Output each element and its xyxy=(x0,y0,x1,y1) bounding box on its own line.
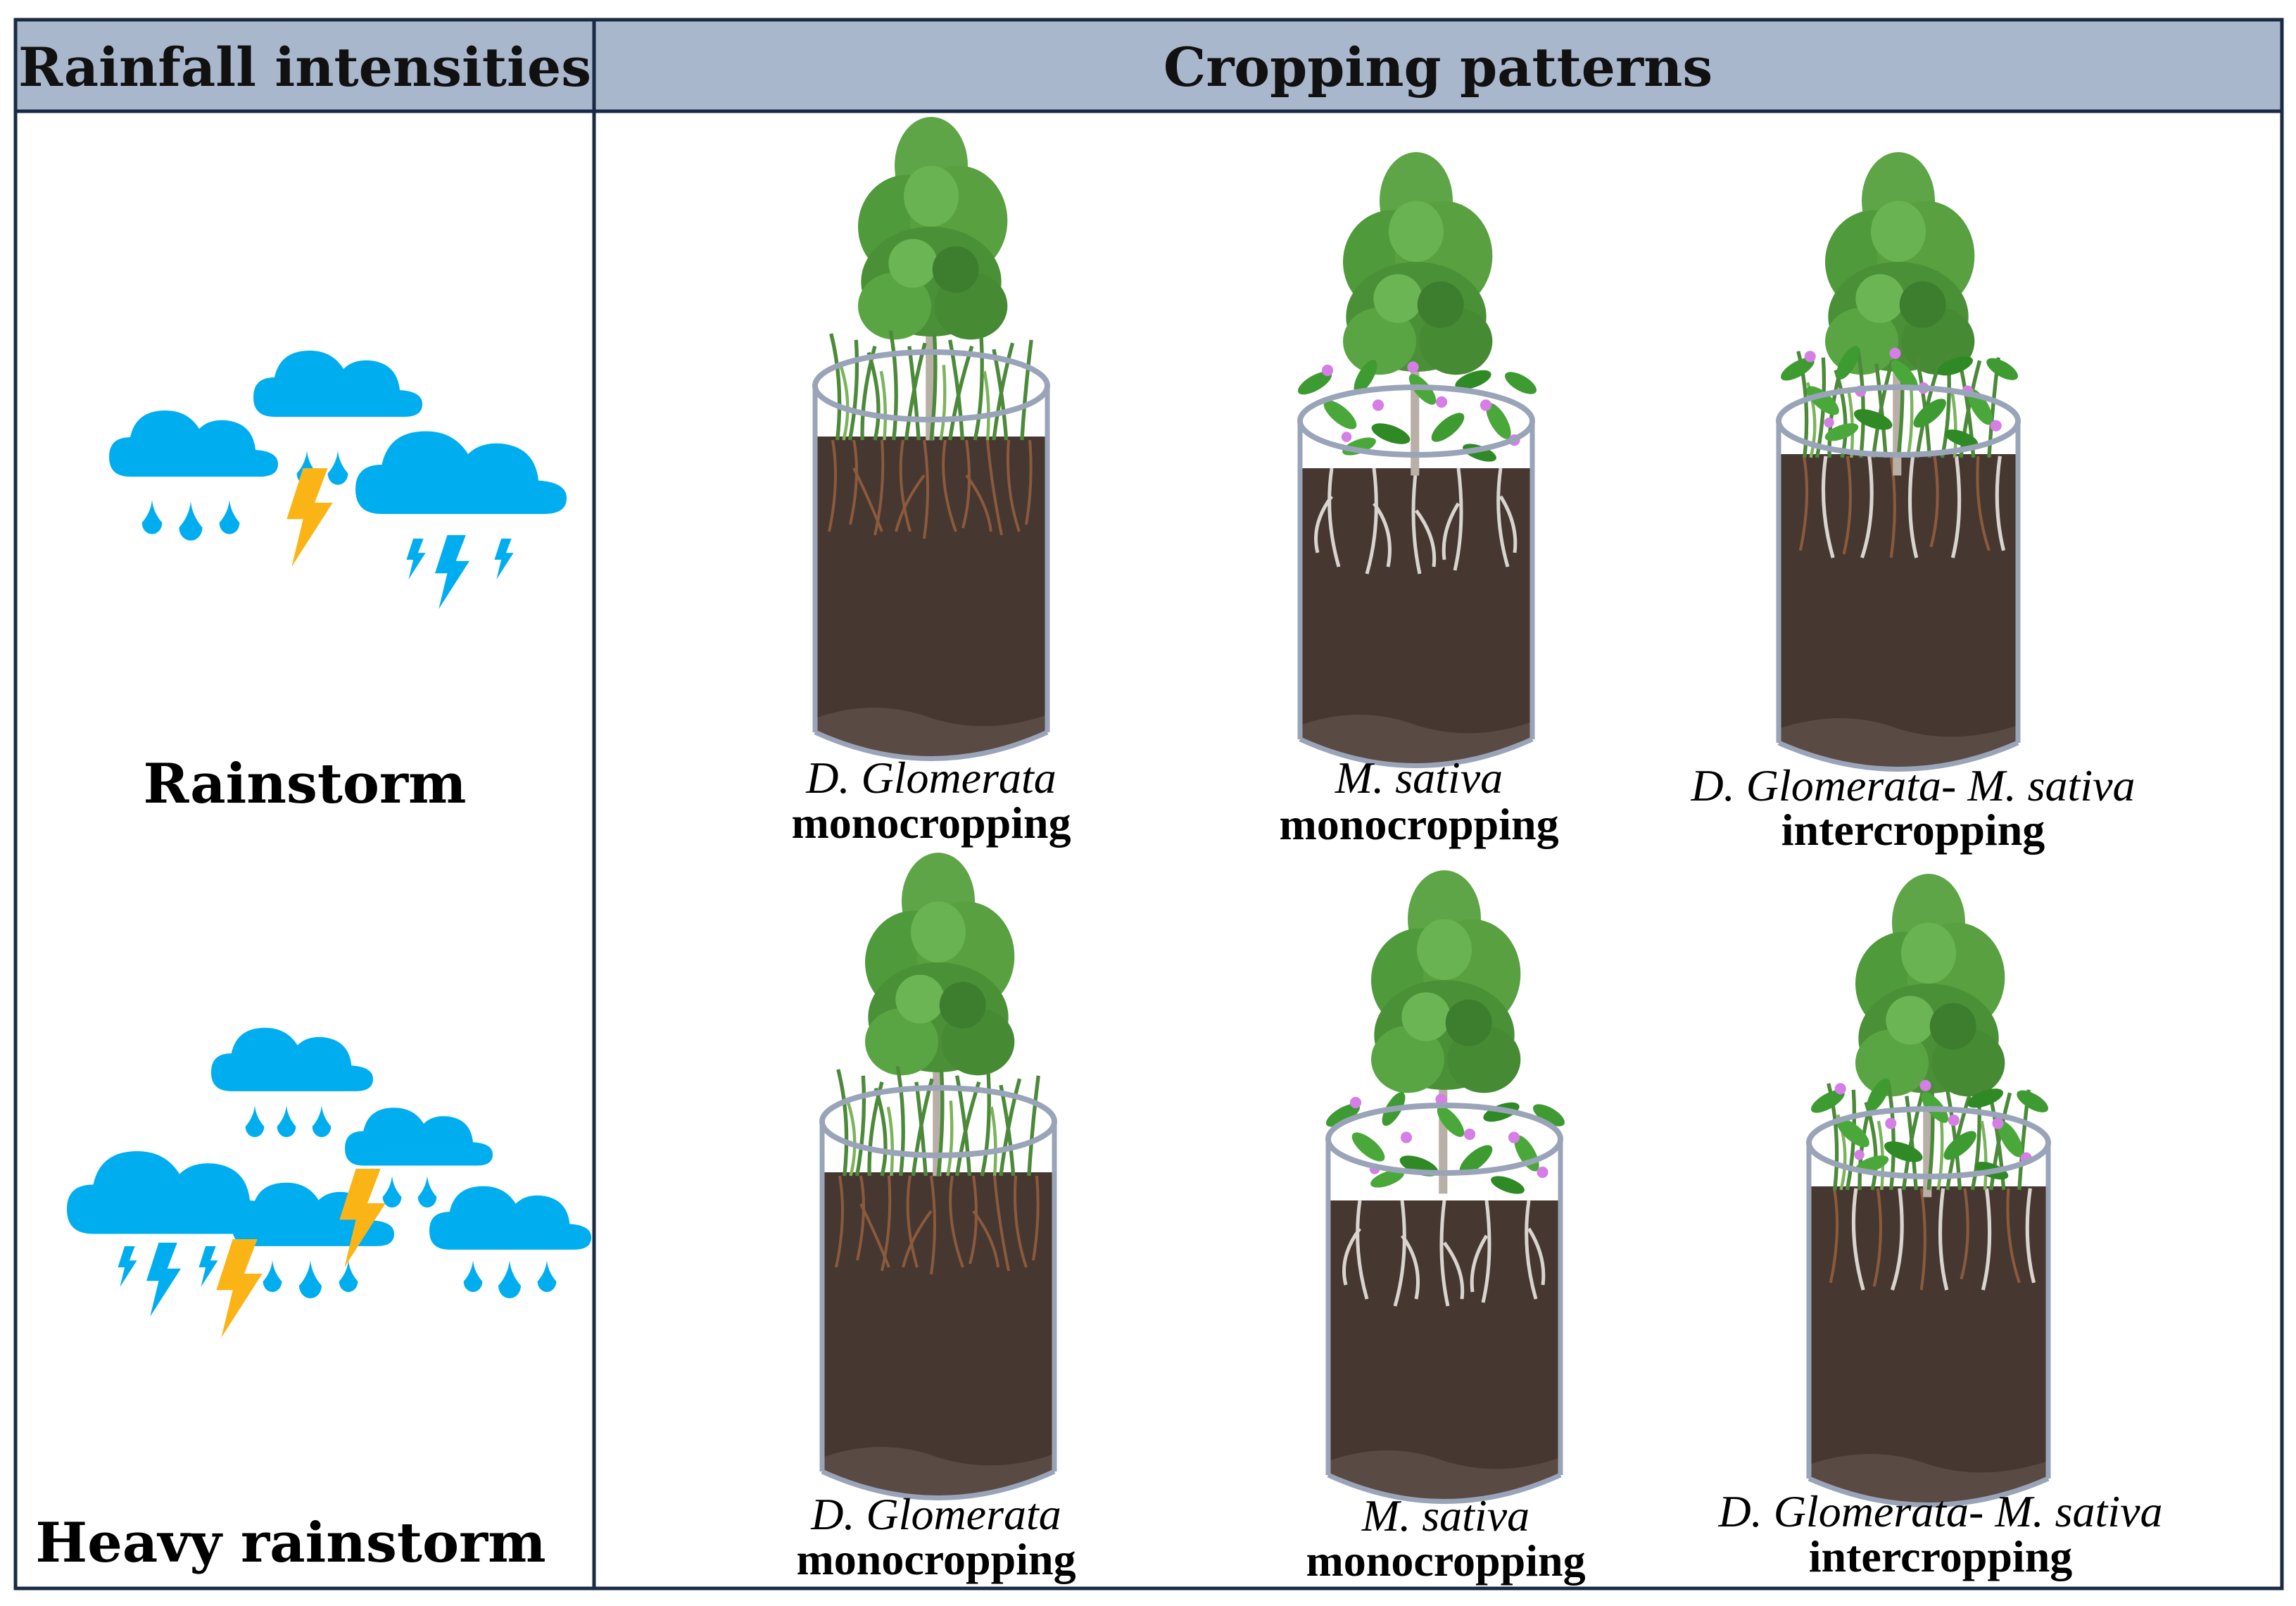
pot-rim xyxy=(812,349,1050,422)
raindrop-icon xyxy=(141,500,163,534)
lightning-bolt-icon xyxy=(198,1246,218,1287)
lightning-bolt-icon xyxy=(286,468,333,567)
pot-rim xyxy=(1776,384,2021,458)
pot-base xyxy=(1777,740,2019,772)
header-row-bg xyxy=(13,18,2284,113)
raindrop-icon xyxy=(299,1260,322,1298)
pattern-label: monocropping xyxy=(1279,799,1558,849)
rain-cloud-icon xyxy=(109,410,278,477)
tree-icon xyxy=(1371,870,1520,1193)
soil-base xyxy=(1300,715,1532,766)
pattern-label: intercropping xyxy=(1781,805,2045,855)
tree-icon xyxy=(1343,152,1492,475)
pot-rim xyxy=(819,1085,1057,1158)
table-border xyxy=(13,18,2284,1591)
raindrop-icon xyxy=(327,451,348,485)
soil-base xyxy=(1328,1450,1560,1502)
pot-rim xyxy=(1297,384,1535,458)
lightning-bolt-icon xyxy=(216,1239,263,1338)
pattern-label: monocropping xyxy=(791,798,1071,848)
pot-rim xyxy=(1325,1103,1563,1176)
species-label: M. sativa xyxy=(1335,753,1503,803)
soil-column-mix xyxy=(1776,152,2021,772)
pattern-caption-r1c1: M. sativa monocropping xyxy=(1306,1491,1585,1586)
rain-cloud-icon xyxy=(345,1108,493,1166)
pot-rim xyxy=(1806,1106,2051,1179)
pattern-label: monocropping xyxy=(1306,1536,1585,1586)
lightning-bolt-icon xyxy=(435,535,469,609)
soil-column-grass xyxy=(812,117,1050,761)
lightning-bolt-icon xyxy=(146,1243,181,1317)
soil-column-grass xyxy=(819,853,1057,1500)
raindrop-icon xyxy=(339,1260,358,1292)
pattern-label: monocropping xyxy=(796,1534,1076,1584)
raindrop-icon xyxy=(219,500,240,534)
pot-base xyxy=(814,729,1049,761)
soil-base xyxy=(822,1447,1054,1498)
soil-body xyxy=(1328,1200,1560,1502)
lightning-bolt-icon xyxy=(406,539,426,579)
pattern-label: intercropping xyxy=(1809,1531,2073,1581)
raindrop-icon xyxy=(498,1260,521,1298)
soil-base xyxy=(1809,1454,2048,1505)
soil-column-mix xyxy=(1806,874,2052,1507)
row-label-rainstorm: Rainstorm xyxy=(143,752,466,816)
pot-base xyxy=(1299,736,1534,768)
heavy-rainstorm-weather-icon xyxy=(67,1027,591,1338)
lightning-bolt-icon xyxy=(339,1169,386,1267)
species-label: D. Glomerata- M. sativa xyxy=(1717,1486,2162,1536)
soil-body xyxy=(1300,468,1532,766)
row-label-heavy-rainstorm: Heavy rainstorm xyxy=(35,1511,545,1575)
header-rainfall-intensities: Rainfall intensities xyxy=(18,36,591,99)
soil-base xyxy=(1779,718,2018,770)
pot-base xyxy=(821,1469,1056,1500)
rainstorm-weather-icon xyxy=(109,351,567,609)
tree-icon xyxy=(865,853,1014,1176)
soil-column-alfalfa xyxy=(1294,152,1540,768)
raindrop-icon xyxy=(312,1105,332,1137)
pattern-caption-r1c2: D. Glomerata- M. sativa intercropping xyxy=(1717,1486,2162,1581)
soil-columns xyxy=(812,117,2052,1507)
raindrop-icon xyxy=(179,501,203,541)
species-label: D. Glomerata xyxy=(805,753,1056,803)
pot-base xyxy=(1808,1476,2050,1507)
species-label: M. sativa xyxy=(1361,1491,1529,1541)
lightning-bolt-icon xyxy=(118,1246,137,1287)
tree-icon xyxy=(858,117,1007,440)
header-cropping-patterns: Cropping patterns xyxy=(1163,36,1712,99)
raindrop-icon xyxy=(277,1105,296,1137)
rain-cloud-icon xyxy=(211,1027,373,1091)
pattern-caption-r0c1: M. sativa monocropping xyxy=(1279,753,1558,849)
raindrop-icon xyxy=(245,1105,265,1137)
pot-base xyxy=(1327,1472,1562,1504)
rain-cloud-icon xyxy=(355,431,567,514)
soil-base xyxy=(815,708,1047,759)
pattern-caption-r0c2: D. Glomerata- M. sativa intercropping xyxy=(1690,760,2135,855)
raindrop-icon xyxy=(537,1260,557,1292)
species-label: D. Glomerata- M. sativa xyxy=(1690,760,2135,810)
raindrop-icon xyxy=(463,1260,483,1292)
lightning-bolt-icon xyxy=(494,539,514,579)
rain-cloud-icon xyxy=(253,351,422,417)
pattern-caption-r0c0: D. Glomerata monocropping xyxy=(791,753,1071,848)
raindrop-icon xyxy=(263,1260,282,1292)
pattern-caption-r1c0: D. Glomerata monocropping xyxy=(796,1489,1076,1584)
species-label: D. Glomerata xyxy=(810,1489,1061,1539)
rain-cloud-icon xyxy=(429,1186,591,1250)
table-frame xyxy=(13,18,2284,1591)
soil-column-alfalfa xyxy=(1323,870,1568,1504)
raindrop-icon xyxy=(417,1176,437,1207)
raindrop-icon xyxy=(382,1176,402,1207)
